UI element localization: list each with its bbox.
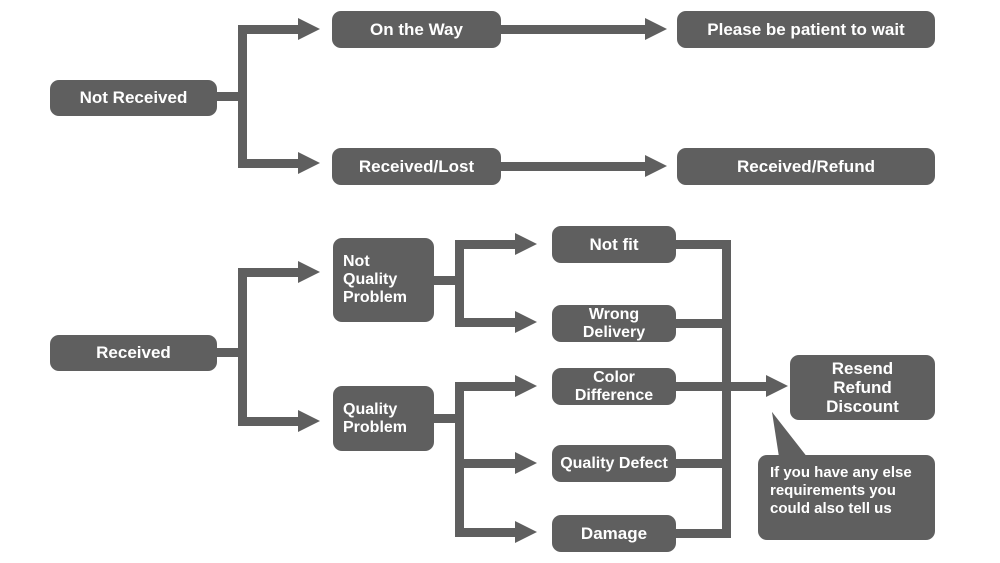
connector-on-the-way-to-wait — [499, 25, 650, 34]
connector-nqp-to-not-fit — [455, 240, 517, 249]
node-damage[interactable]: Damage — [552, 515, 676, 552]
callout-additional-requirements[interactable]: If you have any else requirements you co… — [758, 455, 935, 540]
arrowhead-to-not-fit — [515, 233, 537, 255]
connector-qp-stub — [432, 414, 462, 423]
connector-to-on-the-way — [238, 25, 300, 34]
arrowhead-to-wrong-delivery — [515, 311, 537, 333]
connector-nqp-stub — [432, 276, 462, 285]
connector-merge-from-quality-defect — [674, 459, 731, 468]
connector-qp-to-quality-defect — [455, 459, 517, 468]
connector-to-received-lost — [238, 159, 300, 168]
arrowhead-to-please-wait — [645, 18, 667, 40]
connector-qp-to-color-difference — [455, 382, 517, 391]
arrowhead-to-resolution — [766, 375, 788, 397]
node-quality-problem[interactable]: Quality Problem — [333, 386, 434, 451]
node-not-quality-problem[interactable]: Not Quality Problem — [333, 238, 434, 322]
node-not-fit[interactable]: Not fit — [552, 226, 676, 263]
node-received-refund[interactable]: Received/Refund — [677, 148, 935, 185]
connector-merge-to-resolution — [722, 382, 770, 391]
node-please-be-patient-to-wait[interactable]: Please be patient to wait — [677, 11, 935, 48]
node-not-received[interactable]: Not Received — [50, 80, 217, 116]
arrowhead-to-quality-defect — [515, 452, 537, 474]
arrowhead-to-received-refund — [645, 155, 667, 177]
connector-merge-from-not-fit — [674, 240, 731, 249]
connector-received-bus — [238, 268, 247, 426]
callout-tail-icon — [772, 412, 861, 467]
connector-to-not-quality-problem — [238, 268, 300, 277]
arrowhead-to-damage — [515, 521, 537, 543]
connector-merge-from-color-difference — [674, 382, 731, 391]
connector-not-received-stub — [215, 92, 245, 101]
connector-received-lost-to-refund — [499, 162, 650, 171]
arrowhead-to-quality-problem — [298, 410, 320, 432]
connector-not-received-bus — [238, 25, 247, 168]
connector-nqp-to-wrong-delivery — [455, 318, 517, 327]
connector-to-quality-problem — [238, 417, 300, 426]
arrowhead-to-not-quality-problem — [298, 261, 320, 283]
connector-merge-from-wrong-delivery — [674, 319, 731, 328]
arrowhead-to-received-lost — [298, 152, 320, 174]
connector-qp-to-damage — [455, 528, 517, 537]
node-received[interactable]: Received — [50, 335, 217, 371]
arrowhead-to-on-the-way — [298, 18, 320, 40]
node-on-the-way[interactable]: On the Way — [332, 11, 501, 48]
connector-nqp-bus — [455, 240, 464, 327]
node-resend-refund-discount[interactable]: Resend Refund Discount — [790, 355, 935, 420]
node-wrong-delivery[interactable]: Wrong Delivery — [552, 305, 676, 342]
connector-merge-from-damage — [674, 529, 731, 538]
node-quality-defect[interactable]: Quality Defect — [552, 445, 676, 482]
arrowhead-to-color-difference — [515, 375, 537, 397]
node-color-difference[interactable]: Color Difference — [552, 368, 676, 405]
node-received-lost[interactable]: Received/Lost — [332, 148, 501, 185]
connector-received-stub — [215, 348, 245, 357]
